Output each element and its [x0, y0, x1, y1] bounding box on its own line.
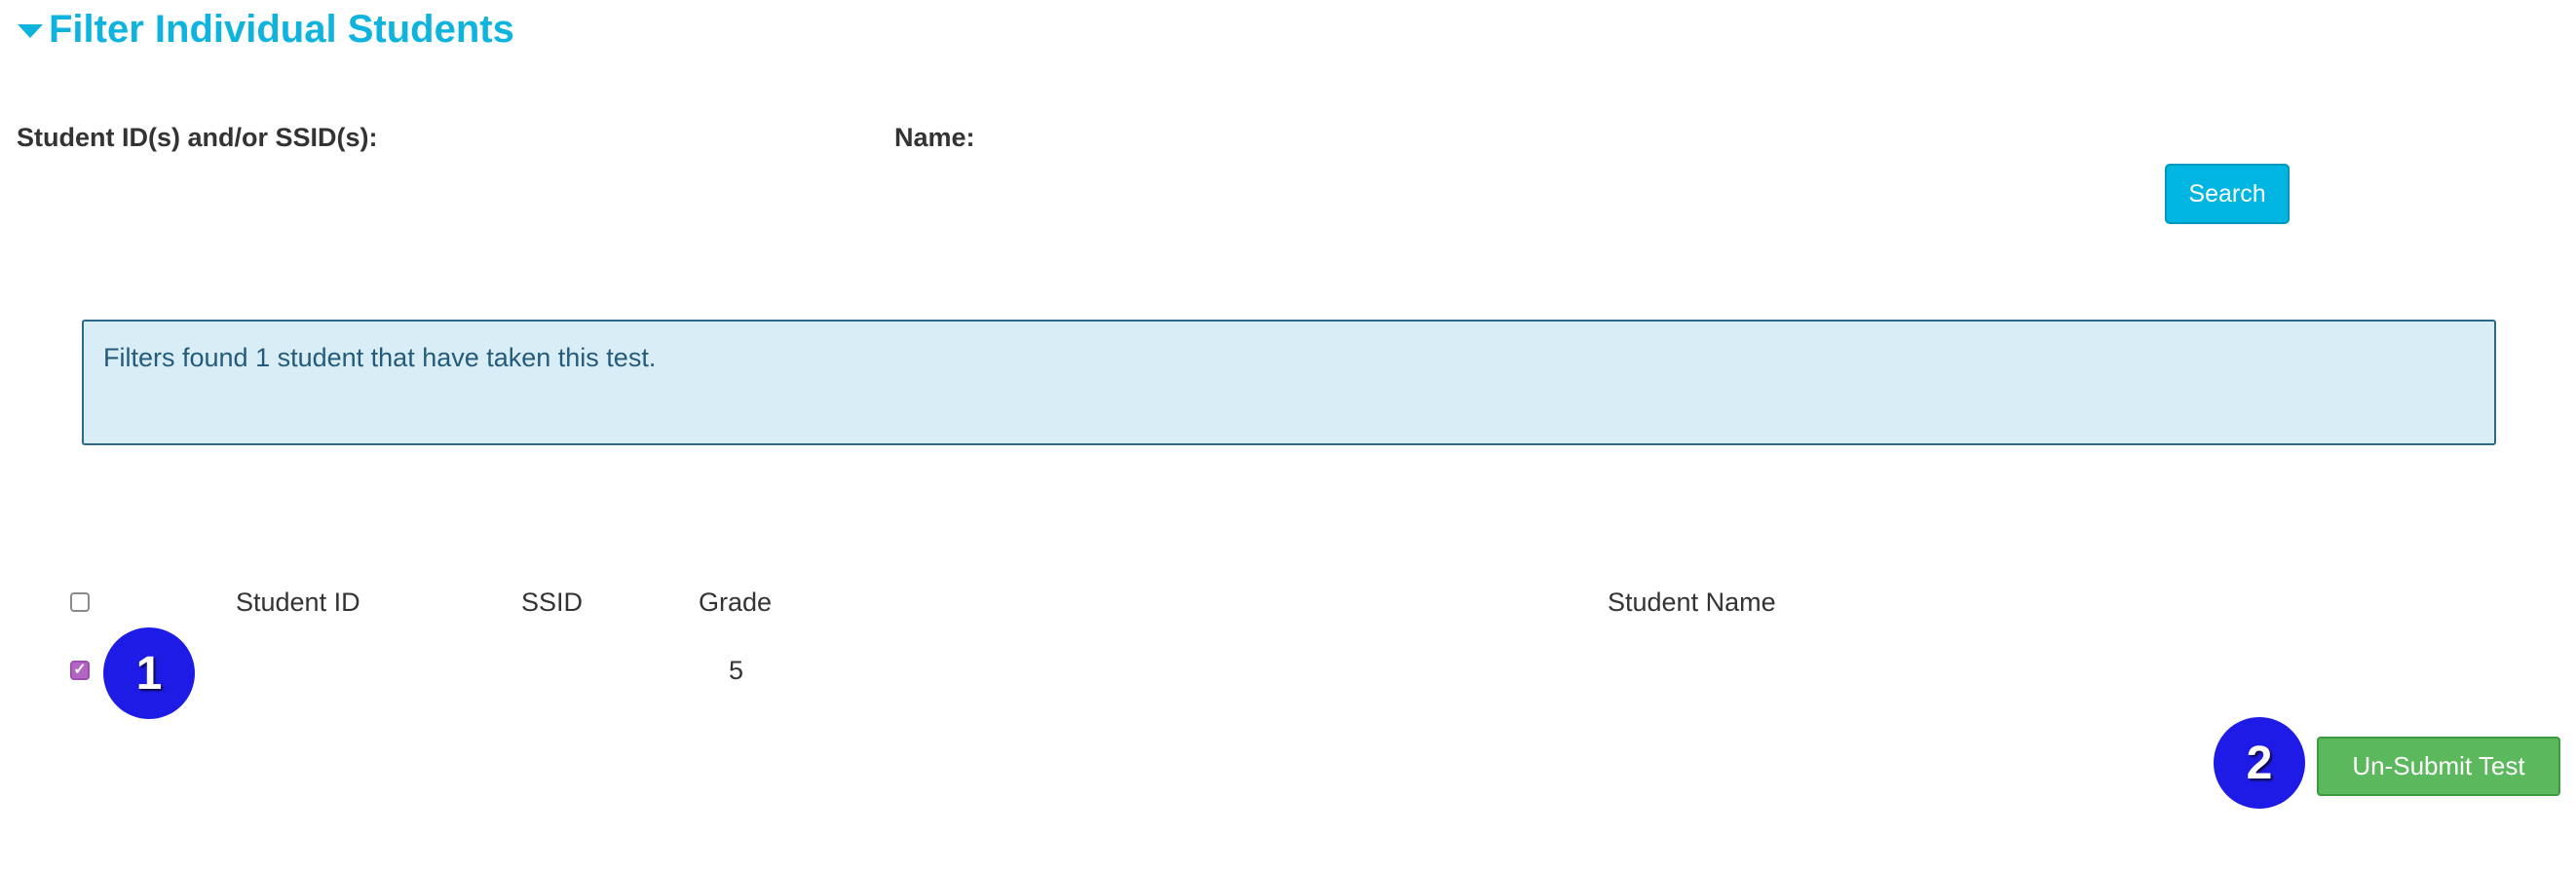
filter-results-message: Filters found 1 student that have taken … — [82, 320, 2496, 445]
unsubmit-test-button[interactable]: Un-Submit Test — [2317, 737, 2560, 796]
student-id-filter-label: Student ID(s) and/or SSID(s): — [17, 123, 378, 152]
column-header-student-id: Student ID — [236, 588, 360, 617]
step-badge-2: 2 — [2214, 717, 2305, 809]
column-header-student-name: Student Name — [1608, 588, 1776, 617]
select-all-checkbox[interactable] — [70, 592, 90, 612]
step-badge-1: 1 — [103, 627, 195, 719]
caret-down-icon — [18, 24, 43, 38]
column-header-grade: Grade — [699, 588, 773, 617]
search-button[interactable]: Search — [2165, 164, 2290, 224]
row-select-checkbox[interactable]: ✓ — [70, 661, 90, 680]
row-grade: 5 — [729, 656, 744, 685]
checkmark-icon: ✓ — [73, 662, 87, 678]
filter-section-toggle[interactable]: Filter Individual Students — [18, 4, 514, 55]
name-filter-label: Name: — [894, 123, 975, 152]
table-row: ✓ 5 — [0, 643, 2576, 702]
section-title: Filter Individual Students — [49, 8, 514, 51]
column-header-ssid: SSID — [521, 588, 584, 617]
